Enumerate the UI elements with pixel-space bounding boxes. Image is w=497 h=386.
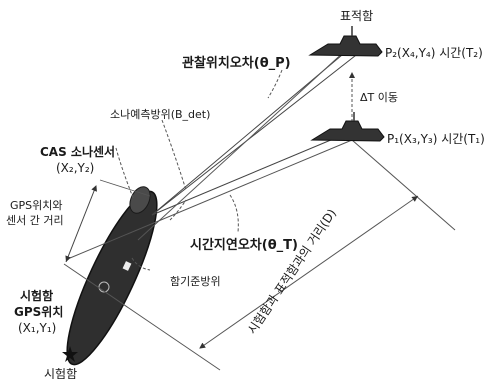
- target-ship-p1: [310, 112, 385, 142]
- leader-heading: [131, 257, 151, 271]
- time-delay-error-label: 시간지연오차(θ_T): [190, 237, 298, 253]
- gps-sensor-distance-arrow: [65, 185, 97, 263]
- line-to-p1: [151, 136, 339, 216]
- angle-arc-bearing: [169, 199, 187, 221]
- target-ship-label: 표적함: [340, 9, 373, 23]
- gps-antenna-marker: [98, 281, 110, 293]
- target-ship-p2: [308, 26, 383, 57]
- line-heading: [137, 49, 347, 241]
- line-to-p2-b: [151, 54, 343, 216]
- test-ship-label: 시험함: [44, 367, 77, 381]
- distance-label: 시험함과 표적함과의 거리(D): [245, 206, 339, 336]
- observation-error-label: 관찰위치오차(θ_P): [182, 55, 291, 71]
- line-to-p2: [151, 51, 361, 216]
- angle-arc-observation: [267, 69, 283, 99]
- test-ship-hull: [66, 186, 158, 366]
- test-ship-gps-line1: 시험함: [20, 288, 53, 303]
- heading-bearing-label: 함기준방위: [170, 275, 221, 288]
- gps-distance-line1: GPS위치와: [10, 199, 63, 212]
- delta-t-label: ΔT 이동: [360, 91, 398, 104]
- cas-sensor-title: CAS 소나센서: [40, 144, 115, 159]
- test-ship-gps-line3: (X₁,Y₁): [18, 321, 56, 335]
- test-ship-star-icon: [62, 346, 78, 362]
- leader-sonar-bearing: [161, 119, 187, 191]
- sonar-bearing-label: 소나예측방위(B_det): [110, 108, 210, 121]
- gps-distance-line2: 센서 간 거리: [6, 214, 64, 227]
- p1-label: P₁(X₃,Y₃) 시간(T₁): [387, 132, 485, 146]
- p2-label: P₂(X₄,Y₄) 시간(T₂): [385, 46, 483, 60]
- angle-arc-time-delay: [229, 194, 239, 233]
- test-ship-gps-line2: GPS위치: [14, 304, 63, 319]
- cas-sensor-coords: (X₂,Y₂): [56, 161, 94, 175]
- distance-arrow: [199, 195, 419, 349]
- leader-sensor-label: [115, 147, 135, 201]
